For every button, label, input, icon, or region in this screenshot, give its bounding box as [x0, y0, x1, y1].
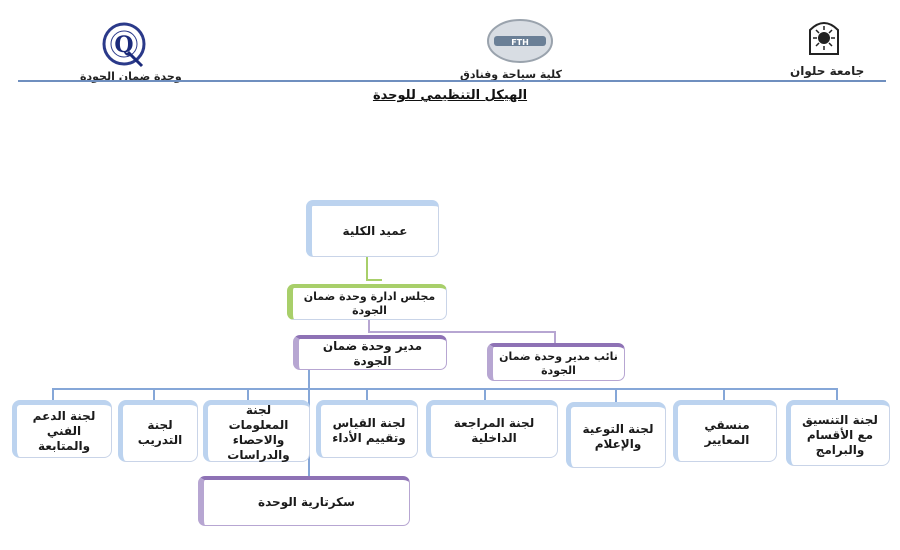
connector: [52, 388, 54, 400]
faculty-logo-wordmark: FTH: [511, 38, 529, 47]
deputy-node: نائب مدير وحدة ضمان الجودة: [487, 343, 625, 381]
connector: [366, 279, 382, 281]
committee-training-node: لجنة التدريب: [118, 400, 198, 462]
committee-awareness-node: لجنة التوعية والإعلام: [566, 402, 666, 468]
committee-internal-review-node: لجنة المراجعة الداخلية: [426, 400, 558, 458]
connector: [615, 388, 617, 402]
connector: [723, 388, 725, 400]
header-divider: [18, 80, 886, 82]
connector: [366, 388, 368, 400]
connector: [484, 388, 486, 400]
connector: [247, 388, 249, 400]
quality-logo-icon: Q: [102, 22, 146, 68]
university-logo-icon: [809, 22, 839, 55]
connector: [368, 319, 370, 333]
connector: [836, 388, 838, 402]
director-node: مدير وحدة ضمان الجودة: [293, 335, 447, 370]
committee-coordination-node: لجنة التنسيق مع الأقسام والبرامج: [786, 400, 890, 466]
connector: [554, 331, 556, 343]
standards-coordinators-node: منسقي المعايير: [673, 400, 777, 462]
connector: [366, 257, 368, 281]
committee-support-node: لجنة الدعم الفني والمتابعة: [12, 400, 112, 458]
dean-node: عميد الكلية: [306, 200, 439, 257]
connector: [52, 388, 838, 390]
board-node: مجلس ادارة وحدة ضمان الجودة: [287, 284, 447, 320]
committee-measurement-node: لجنة القياس وتقييم الأداء: [316, 400, 418, 458]
faculty-logo-icon: FTH: [487, 19, 553, 63]
secretariat-node: سكرتارية الوحدة: [198, 476, 410, 526]
faculty-caption: كلية سياحة وفنادق: [460, 68, 562, 81]
quality-unit-caption: وحدة ضمان الجودة: [80, 70, 182, 83]
committee-information-node: لجنة المعلومات والاحصاء والدراسات: [203, 400, 310, 462]
connector: [368, 331, 556, 333]
connector: [153, 388, 155, 400]
page-title: الهيكل التنظيمي للوحدة: [372, 88, 528, 103]
university-wordmark: جامعة حلوان: [790, 64, 865, 78]
